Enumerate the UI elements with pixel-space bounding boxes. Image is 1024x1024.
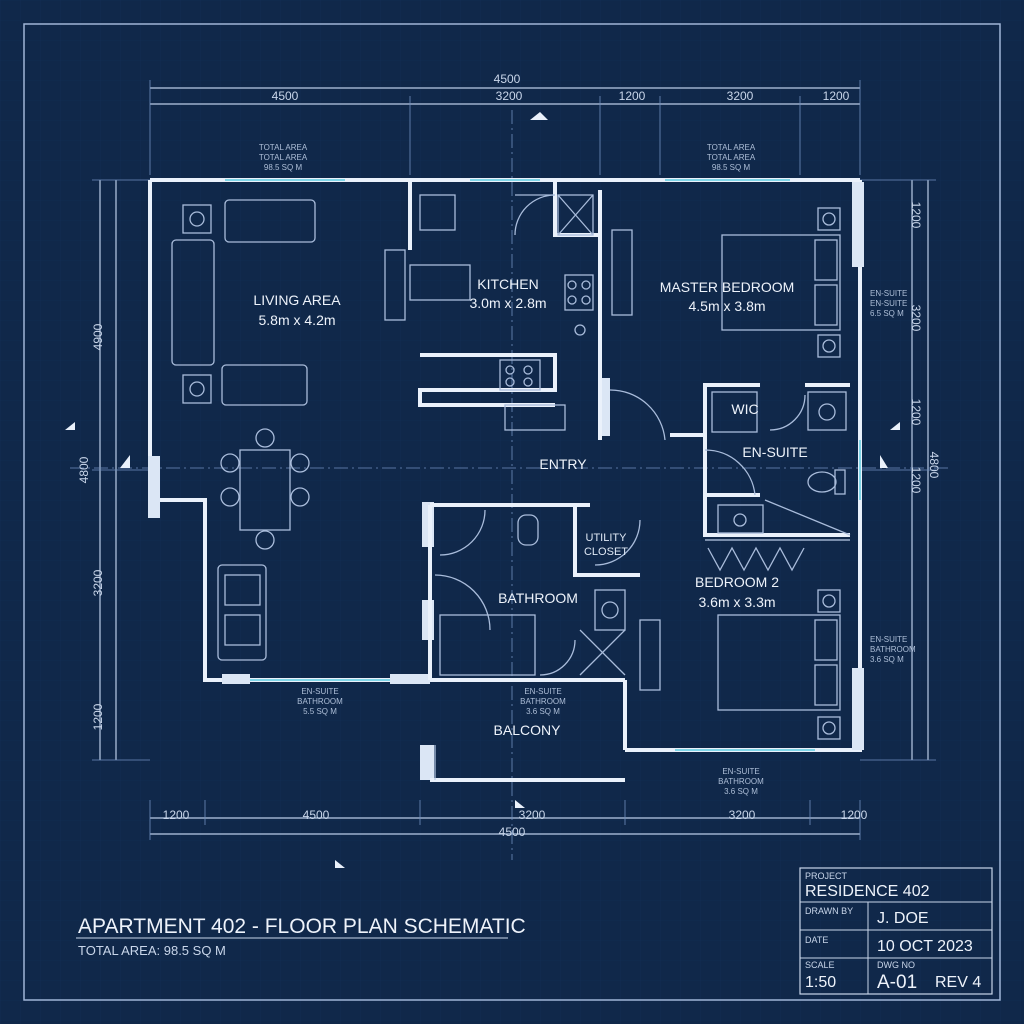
living-furniture	[171, 199, 316, 661]
area-note-top-left-2: TOTAL AREA	[259, 153, 308, 162]
scale-label: SCALE	[805, 960, 835, 970]
area-note-bottom-mid-1: EN-SUITE	[524, 687, 561, 696]
ensuite-label: EN-SUITE	[742, 444, 807, 460]
dim-right-4: 1200	[909, 467, 923, 494]
dim-top-overall: 4500	[494, 72, 521, 86]
sheet-border	[23, 23, 1001, 1001]
dim-bottom-overall: 4500	[499, 825, 526, 839]
title-block	[799, 867, 993, 995]
dim-right-2: 3200	[909, 305, 923, 332]
drawn-by-value: J. DOE	[877, 910, 929, 927]
dim-bottom-4: 3200	[729, 808, 756, 822]
area-note-bottom-left-1: EN-SUITE	[301, 687, 338, 696]
dim-top-3: 1200	[619, 89, 646, 103]
area-note-bottom-left-2: BATHROOM	[297, 697, 343, 706]
project-value: RESIDENCE 402	[805, 883, 930, 900]
area-note-bottom-left-3: 5.5 SQ M	[303, 707, 337, 716]
area-note-right-lower-1: EN-SUITE	[870, 635, 907, 644]
dim-right-5: 4800	[927, 452, 941, 479]
utility-label-line1: UTILITY	[586, 532, 628, 544]
master-bedroom-label: MASTER BEDROOM	[660, 279, 795, 295]
master-bedroom-furniture	[611, 207, 841, 358]
exterior-walls	[148, 178, 864, 780]
living-area-label: LIVING AREA	[253, 292, 341, 308]
interior-walls	[408, 180, 850, 782]
section-markers	[65, 112, 900, 868]
dim-top-5: 1200	[823, 89, 850, 103]
project-label: PROJECT	[805, 871, 848, 881]
area-note-right-lower-3: 3.6 SQ M	[870, 655, 904, 664]
drawn-by-label: DRAWN BY	[805, 906, 853, 916]
area-note-bottom-right-2: BATHROOM	[718, 777, 764, 786]
bathroom-label: BATHROOM	[498, 590, 578, 606]
door-swings	[434, 194, 806, 676]
bedroom2-size: 3.6m x 3.3m	[698, 594, 775, 610]
dim-top-4: 3200	[727, 89, 754, 103]
dim-top-1: 4500	[272, 89, 299, 103]
master-bedroom-size: 4.5m x 3.8m	[688, 298, 765, 314]
area-note-top-right-3: 98.5 SQ M	[712, 163, 751, 172]
area-note-bottom-mid-3: 3.6 SQ M	[526, 707, 560, 716]
utility-label-line2: CLOSET	[584, 546, 628, 558]
dwg-no-value: A-01	[877, 972, 917, 993]
area-note-top-left-3: 98.5 SQ M	[264, 163, 303, 172]
dim-left-4: 1200	[91, 703, 105, 730]
date-value: 10 OCT 2023	[877, 938, 973, 955]
dim-right-1: 1200	[909, 202, 923, 229]
area-note-top-left-1: TOTAL AREA	[259, 143, 308, 152]
balcony-label: BALCONY	[494, 722, 562, 738]
area-note-right-upper-3: 6.5 SQ M	[870, 309, 904, 318]
scale-value: 1:50	[805, 974, 836, 991]
dim-left-3: 3200	[91, 569, 105, 596]
kitchen-size: 3.0m x 2.8m	[469, 295, 546, 311]
dim-bottom-2: 4500	[303, 808, 330, 822]
area-note-top-right-2: TOTAL AREA	[707, 153, 756, 162]
wic-label: WIC	[731, 401, 758, 417]
kitchen-label: KITCHEN	[477, 276, 538, 292]
dim-top-2: 3200	[496, 89, 523, 103]
dim-left-2: 4800	[77, 456, 91, 483]
entry-label: ENTRY	[539, 456, 587, 472]
page-title: APARTMENT 402 - FLOOR PLAN SCHEMATIC	[78, 915, 526, 938]
area-note-right-upper-2: EN-SUITE	[870, 299, 907, 308]
bathroom-fixtures	[439, 391, 851, 676]
dim-right-3: 1200	[909, 399, 923, 426]
dimension-lines	[92, 80, 936, 840]
dim-bottom-5: 1200	[841, 808, 868, 822]
revision-value: REV 4	[935, 974, 981, 991]
living-area-size: 5.8m x 4.2m	[258, 312, 335, 328]
date-label: DATE	[805, 935, 828, 945]
area-note-right-lower-2: BATHROOM	[870, 645, 916, 654]
bedroom2-furniture	[639, 546, 841, 740]
dim-left-1: 4900	[91, 323, 105, 350]
area-note-bottom-mid-2: BATHROOM	[520, 697, 566, 706]
area-note-bottom-right-1: EN-SUITE	[722, 767, 759, 776]
area-note-top-right-1: TOTAL AREA	[707, 143, 756, 152]
page-subtitle: TOTAL AREA: 98.5 SQ M	[78, 943, 226, 958]
dim-bottom-3: 3200	[519, 808, 546, 822]
dim-bottom-1: 1200	[163, 808, 190, 822]
bedroom2-label: BEDROOM 2	[695, 574, 779, 590]
kitchen-fittings	[384, 194, 594, 431]
area-note-right-upper-1: EN-SUITE	[870, 289, 907, 298]
dwg-no-label: DWG NO	[877, 960, 915, 970]
area-note-bottom-right-3: 3.6 SQ M	[724, 787, 758, 796]
